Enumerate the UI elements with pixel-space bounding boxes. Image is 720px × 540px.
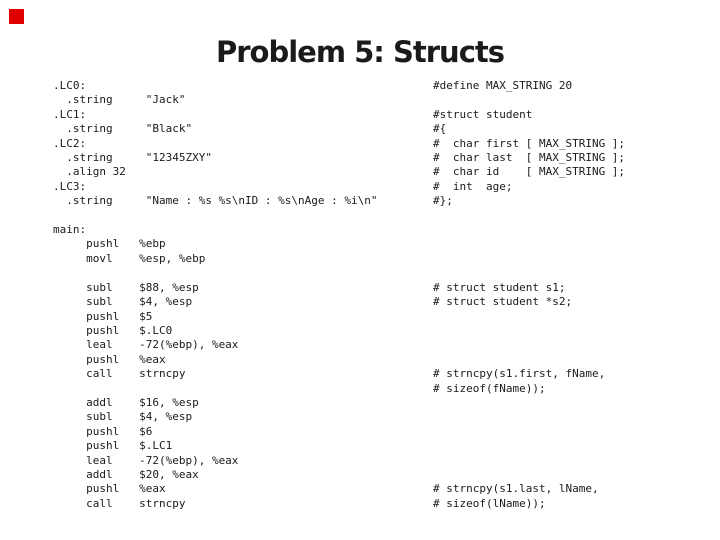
assembly-code-column: .LC0: .string "Jack" .LC1: .string "Blac… [53, 79, 378, 510]
c-source-comments-column: #define MAX_STRING 20 #struct student #{… [433, 79, 626, 510]
slide-title: Problem 5: Structs [215, 35, 505, 69]
accent-square-decoration [9, 9, 24, 24]
